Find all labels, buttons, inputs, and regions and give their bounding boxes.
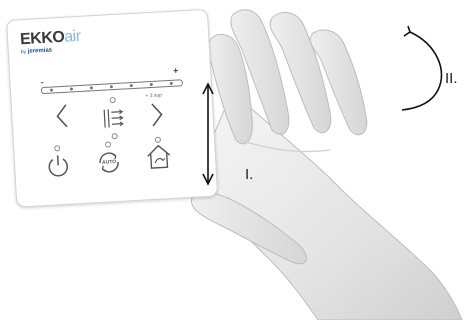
- chevron-left-icon[interactable]: [52, 101, 74, 130]
- rotation-arrow: [401, 25, 443, 111]
- chevron-right-icon[interactable]: [146, 100, 168, 129]
- vertical-motion-label: I.: [245, 166, 254, 183]
- auto-mode-icon[interactable]: AUTO: [94, 148, 124, 178]
- fan-mode-icon[interactable]: [100, 104, 127, 131]
- power-icon[interactable]: [44, 152, 71, 179]
- rotation-motion-label: II.: [445, 70, 458, 87]
- control-panel: EKKOair by jeremias - +: [6, 8, 219, 208]
- home-away-icon[interactable]: [144, 142, 174, 172]
- vertical-motion-arrow: [202, 82, 214, 186]
